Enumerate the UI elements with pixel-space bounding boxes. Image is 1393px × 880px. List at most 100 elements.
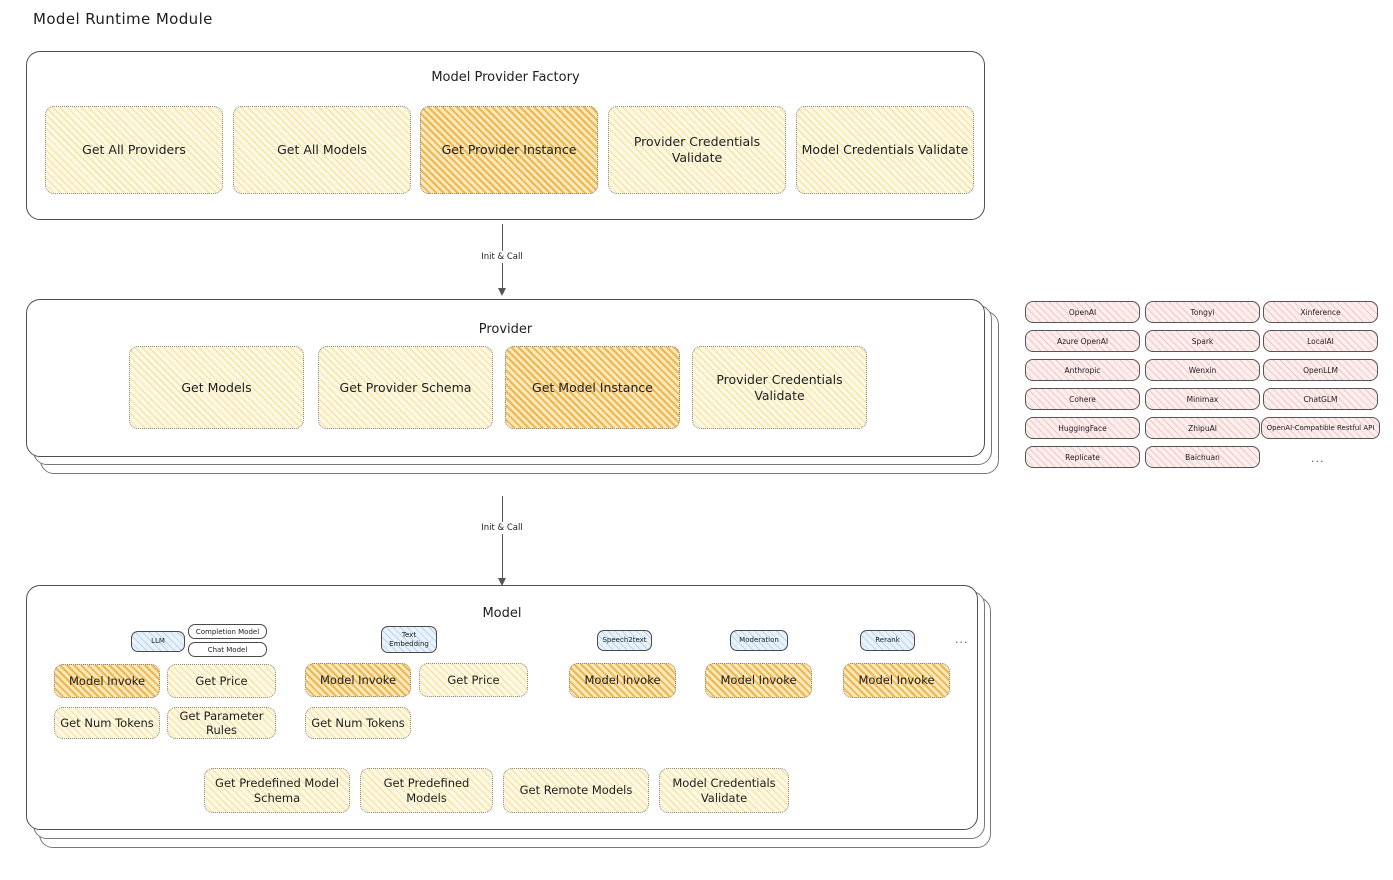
node-label: Get Provider Instance (441, 142, 577, 158)
model-subtype-label: Chat Model (207, 645, 248, 654)
panel-model: Model LLM Completion Model Chat Model Mo… (26, 585, 978, 830)
node-label: Get All Providers (82, 142, 186, 158)
provider-chip-label: Wenxin (1188, 365, 1217, 375)
provider-chip-chatglm[interactable]: ChatGLM (1263, 388, 1378, 410)
provider-chip-label: OpenAI (1068, 307, 1097, 317)
node-label: Model Credentials Validate (801, 142, 969, 158)
provider-chip-xinference[interactable]: Xinference (1263, 301, 1378, 323)
node-label: Provider Credentials Validate (716, 371, 843, 403)
node-label: Model Invoke (68, 673, 146, 688)
provider-chip-label: Xinference (1300, 307, 1341, 317)
provider-chip-label: Baichuan (1185, 452, 1220, 462)
model-subtype-chat-model[interactable]: Chat Model (188, 642, 267, 657)
node-get-all-models[interactable]: Get All Models (233, 106, 411, 194)
provider-chip-anthropic[interactable]: Anthropic (1025, 359, 1140, 381)
connector-factory-to-provider: Init & Call (477, 224, 527, 296)
provider-chip-spark[interactable]: Spark (1145, 330, 1260, 352)
provider-chip-localai[interactable]: LocalAI (1263, 330, 1378, 352)
provider-chip-azure-openai[interactable]: Azure OpenAI (1025, 330, 1140, 352)
node-get-models[interactable]: Get Models (129, 346, 304, 429)
provider-chip-wenxin[interactable]: Wenxin (1145, 359, 1260, 381)
provider-chip-label: Cohere (1069, 394, 1096, 404)
node-get-model-instance[interactable]: Get Model Instance (505, 346, 680, 429)
connector-label: Init & Call (477, 522, 527, 534)
model-type-label: LLM (151, 637, 165, 646)
provider-chip-zhipuai[interactable]: ZhipuAI (1145, 417, 1260, 439)
node-llm-get-price[interactable]: Get Price (167, 664, 276, 698)
model-types-more: ... (955, 633, 969, 646)
panel-title-provider: Provider (478, 322, 533, 337)
node-label: Get Models (181, 379, 252, 395)
provider-chip-label: Azure OpenAI (1056, 336, 1109, 346)
model-type-label: Rerank (875, 636, 900, 645)
model-subtype-label: Completion Model (195, 627, 260, 636)
node-label: Model Invoke (720, 673, 797, 688)
node-label: Get Remote Models (519, 783, 633, 798)
provider-chip-cohere[interactable]: Cohere (1025, 388, 1140, 410)
model-type-chip-rerank[interactable]: Rerank (860, 630, 915, 651)
node-label: Model Invoke (319, 672, 397, 687)
node-llm-get-num-tokens[interactable]: Get Num Tokens (54, 707, 160, 739)
node-get-provider-schema[interactable]: Get Provider Schema (318, 346, 493, 429)
provider-chip-label: HuggingFace (1058, 423, 1107, 433)
provider-chip-openllm[interactable]: OpenLLM (1263, 359, 1378, 381)
node-label: Get Num Tokens (311, 715, 405, 730)
node-label: Get Predefined Models (383, 776, 470, 805)
provider-chip-label: Minimax (1186, 394, 1219, 404)
provider-chip-label: Replicate (1065, 452, 1100, 462)
provider-chip-label: ZhipuAI (1188, 423, 1217, 433)
provider-chip-label: Tongyi (1190, 307, 1215, 317)
node-label: Get Predefined Model Schema (215, 776, 339, 805)
node-get-all-providers[interactable]: Get All Providers (45, 106, 223, 194)
model-type-chip-speech2text[interactable]: Speech2text (597, 630, 652, 651)
node-label: Get Price (195, 673, 248, 688)
panel-model-provider-factory: Model Provider Factory Get All Providers… (26, 51, 985, 220)
model-type-label: Moderation (739, 636, 779, 645)
node-label: Get All Models (277, 142, 367, 158)
provider-chip-label: ChatGLM (1303, 394, 1338, 404)
connector-arrowhead (498, 288, 506, 296)
node-text-embedding-model-invoke[interactable]: Model Invoke (305, 663, 411, 697)
node-provider-credentials-validate[interactable]: Provider Credentials Validate (608, 106, 786, 194)
panel-provider: Provider Get Models Get Provider Schema … (26, 299, 985, 457)
provider-chip-label: LocalAI (1307, 336, 1334, 346)
node-llm-model-invoke[interactable]: Model Invoke (54, 664, 160, 698)
node-label: Model Credentials Validate (672, 776, 776, 805)
connector-label: Init & Call (477, 251, 527, 263)
provider-chip-label: Spark (1191, 336, 1214, 346)
provider-chip-tongyi[interactable]: Tongyi (1145, 301, 1260, 323)
connector-arrowhead (498, 578, 506, 586)
node-speech2text-model-invoke[interactable]: Model Invoke (569, 663, 676, 698)
node-llm-get-parameter-rules[interactable]: Get Parameter Rules (167, 707, 276, 739)
node-label: Get Model Instance (532, 379, 653, 395)
node-provider-credentials-validate-2[interactable]: Provider Credentials Validate (692, 346, 867, 429)
panel-title-factory: Model Provider Factory (431, 70, 580, 85)
model-type-chip-moderation[interactable]: Moderation (730, 630, 788, 651)
node-text-embedding-get-price[interactable]: Get Price (419, 663, 528, 697)
model-type-label: Text Embedding (389, 631, 429, 648)
provider-chip-minimax[interactable]: Minimax (1145, 388, 1260, 410)
node-get-provider-instance[interactable]: Get Provider Instance (420, 106, 598, 194)
provider-chip-replicate[interactable]: Replicate (1025, 446, 1140, 468)
provider-chip-label: OpenAI-Compatible Restful API (1266, 424, 1375, 432)
model-type-chip-llm[interactable]: LLM (131, 631, 185, 652)
node-rerank-model-invoke[interactable]: Model Invoke (843, 663, 950, 698)
node-get-remote-models[interactable]: Get Remote Models (503, 768, 649, 813)
node-label: Get Parameter Rules (179, 708, 264, 737)
node-label: Model Invoke (584, 673, 661, 688)
node-model-credentials-validate[interactable]: Model Credentials Validate (796, 106, 974, 194)
node-moderation-model-invoke[interactable]: Model Invoke (705, 663, 812, 698)
provider-chip-openai-compatible-restful-api[interactable]: OpenAI-Compatible Restful API (1261, 417, 1380, 439)
page-title: Model Runtime Module (33, 10, 213, 28)
node-get-predefined-models[interactable]: Get Predefined Models (360, 768, 493, 813)
node-model-credentials-validate-3[interactable]: Model Credentials Validate (659, 768, 789, 813)
node-get-predefined-model-schema[interactable]: Get Predefined Model Schema (204, 768, 350, 813)
provider-chip-openai[interactable]: OpenAI (1025, 301, 1140, 323)
node-text-embedding-get-num-tokens[interactable]: Get Num Tokens (305, 707, 411, 739)
model-subtype-completion-model[interactable]: Completion Model (188, 624, 267, 639)
model-type-chip-text-embedding[interactable]: Text Embedding (381, 626, 437, 653)
provider-chip-huggingface[interactable]: HuggingFace (1025, 417, 1140, 439)
provider-chip-baichuan[interactable]: Baichuan (1145, 446, 1260, 468)
provider-list-more: ... (1311, 452, 1325, 465)
provider-chip-label: Anthropic (1064, 365, 1101, 375)
